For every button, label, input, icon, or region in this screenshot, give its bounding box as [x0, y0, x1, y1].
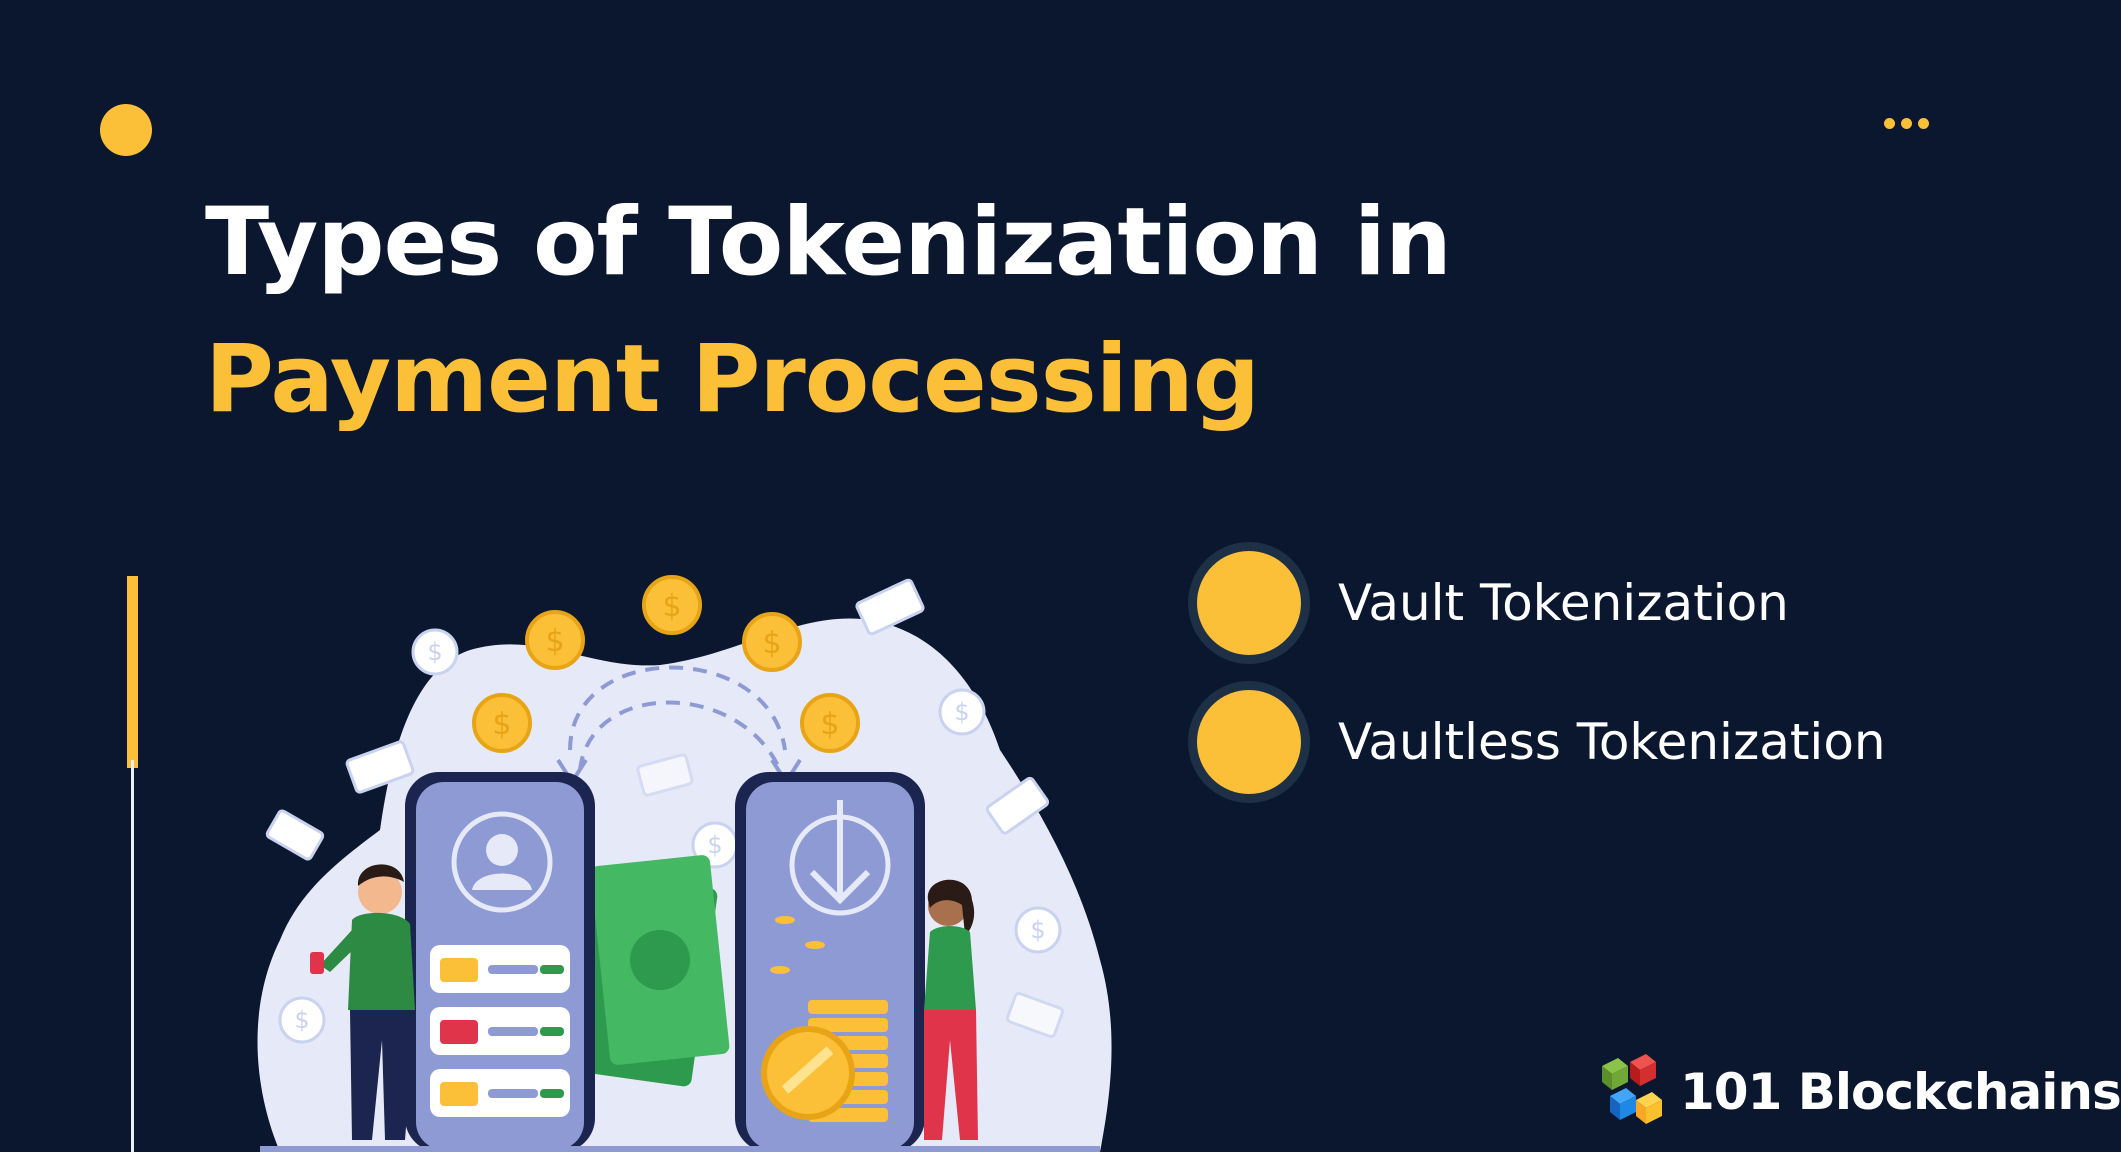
more-options-icon[interactable] — [1884, 118, 1929, 129]
list-item-label: Vaultless Tokenization — [1338, 713, 1886, 771]
woman-figure — [924, 879, 978, 1140]
list-bullet — [1188, 542, 1310, 664]
currency-symbol: $ — [492, 707, 511, 742]
menu-dot — [1901, 118, 1912, 129]
currency-symbol: $ — [545, 624, 564, 659]
cubes-logo-icon — [1602, 1054, 1662, 1124]
gold-coin-icon — [472, 575, 860, 753]
accent-line — [131, 760, 134, 1152]
currency-symbol: $ — [707, 831, 722, 859]
currency-symbol: $ — [427, 638, 442, 666]
menu-dot — [1884, 118, 1895, 129]
currency-symbol: $ — [820, 707, 839, 742]
menu-dot — [1918, 118, 1929, 129]
list-item-vaultless-tokenization: Vaultless Tokenization — [1188, 681, 1886, 803]
list-item-vault-tokenization: Vault Tokenization — [1188, 542, 1789, 664]
currency-symbol: $ — [954, 698, 969, 726]
floating-bill-icon — [265, 578, 1064, 1039]
brand-name: 101 Blockchains — [1680, 1063, 2121, 1121]
list-bullet — [1188, 681, 1310, 803]
page-title-line-1: Types of Tokenization in — [205, 188, 1452, 297]
cash-stack-icon — [572, 855, 730, 1087]
exchange-arrow-outer — [568, 665, 787, 751]
currency-symbol: $ — [294, 1006, 309, 1034]
list-item-label: Vault Tokenization — [1338, 574, 1789, 632]
decorative-dot — [100, 104, 152, 156]
currency-symbol: $ — [662, 589, 681, 624]
left-phone — [405, 772, 595, 1152]
right-phone — [735, 772, 925, 1152]
payment-illustration: $ $ $ $ $ $ $ $ $ $ — [257, 575, 1112, 1152]
exchange-arrow-inner — [578, 700, 782, 771]
brand-logo[interactable]: 101 Blockchains — [1592, 1052, 2121, 1132]
currency-symbol: $ — [762, 626, 781, 661]
faded-coin-icon — [278, 628, 1062, 1044]
accent-bar — [127, 576, 138, 768]
page-title-line-2: Payment Processing — [205, 325, 1260, 434]
man-figure — [310, 864, 415, 1140]
currency-symbol: $ — [1030, 916, 1045, 944]
